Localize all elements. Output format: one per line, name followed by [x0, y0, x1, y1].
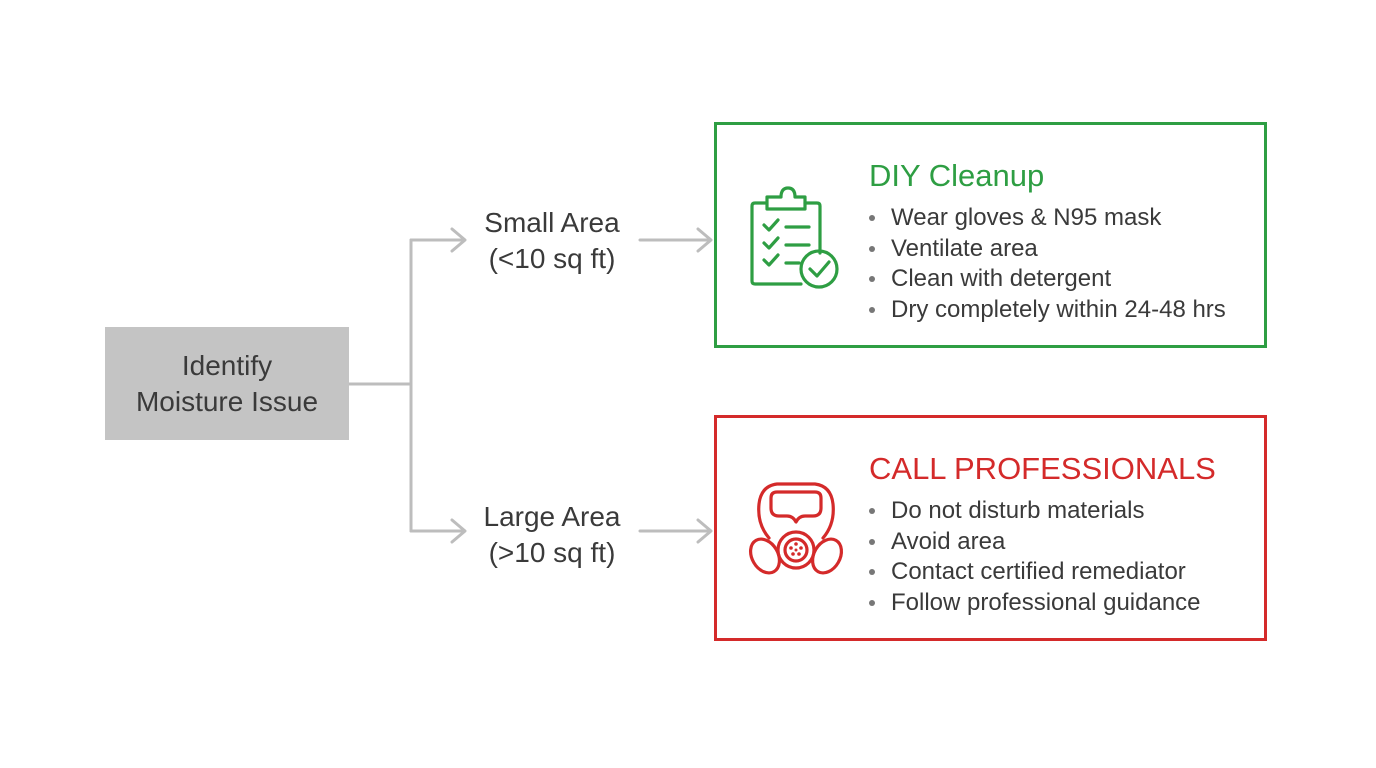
list-item-text: Dry completely within 24-48 hrs	[891, 295, 1226, 323]
list-item: Avoid area	[869, 527, 1201, 558]
list-item-text: Do not disturb materials	[891, 497, 1145, 524]
bullet-icon	[869, 569, 875, 576]
list-item: Contact certified remediator	[869, 557, 1201, 588]
diy-cleanup-box: DIY Cleanup Wear gloves & N95 mask Venti…	[714, 122, 1267, 348]
bullet-icon	[869, 508, 875, 515]
bullet-icon	[869, 215, 875, 222]
call-professionals-list: Do not disturb materials Avoid area Cont…	[869, 496, 1201, 618]
bullet-icon	[869, 538, 875, 545]
list-item: Ventilate area	[869, 234, 1226, 265]
start-node: Identify Moisture Issue	[105, 327, 349, 440]
list-item-text: Clean with detergent	[891, 265, 1112, 292]
professional-arrowhead	[696, 518, 713, 544]
clipboard-check-icon	[750, 186, 839, 289]
list-item-text: Wear gloves & N95 mask	[891, 204, 1162, 231]
bullet-icon	[869, 245, 875, 252]
branch-large-title: Large Area	[483, 501, 621, 532]
bullet-icon	[869, 306, 875, 313]
list-item: Dry completely within 24-48 hrs	[869, 295, 1226, 326]
bullet-icon	[869, 276, 875, 283]
list-item-text: Ventilate area	[891, 234, 1038, 262]
list-item: Wear gloves & N95 mask	[869, 203, 1226, 234]
branch-small-title: Small Area	[484, 207, 620, 238]
call-professionals-title: CALL PROFESSIONALS	[869, 451, 1216, 486]
small-area-arrowhead	[450, 227, 467, 253]
large-area-arrowhead	[450, 518, 467, 544]
diy-cleanup-title: DIY Cleanup	[869, 158, 1045, 193]
bullet-icon	[869, 599, 875, 606]
diy-cleanup-list: Wear gloves & N95 mask Ventilate area Cl…	[869, 203, 1226, 325]
list-item: Follow professional guidance	[869, 588, 1201, 619]
start-node-label: Identify Moisture Issue	[135, 349, 319, 417]
list-item-text: Avoid area	[891, 527, 1006, 555]
list-item-text: Follow professional guidance	[891, 588, 1201, 616]
branch-large-threshold: (>10 sq ft)	[488, 537, 616, 568]
list-item: Do not disturb materials	[869, 496, 1201, 527]
list-item: Clean with detergent	[869, 264, 1226, 295]
branch-small-threshold: (<10 sq ft)	[488, 243, 616, 274]
branch-large-area: Large Area (>10 sq ft)	[466, 499, 638, 571]
call-professionals-box: CALL PROFESSIONALS Do not disturb materi…	[714, 415, 1267, 641]
gas-mask-icon	[748, 482, 844, 575]
diy-arrowhead	[696, 227, 713, 253]
list-item-text: Contact certified remediator	[891, 558, 1186, 585]
branch-small-area: Small Area (<10 sq ft)	[466, 205, 638, 277]
